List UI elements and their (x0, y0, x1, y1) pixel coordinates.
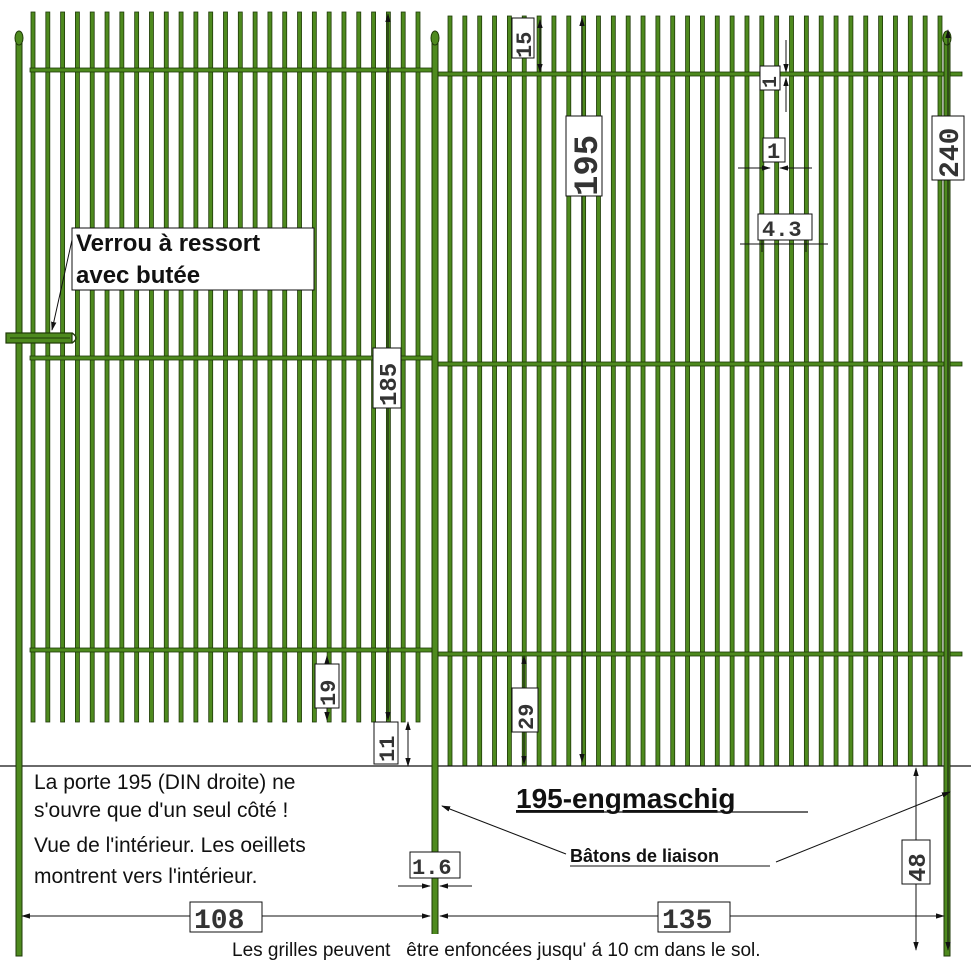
gate-vertical-bar (208, 11, 214, 723)
note-line-3: Vue de l'intérieur. Les oeillets (34, 834, 306, 857)
gate-vertical-bar (326, 11, 332, 723)
dimension-108: 108 (21, 901, 431, 937)
dimension-4-3: 4.3 (740, 213, 828, 252)
footer: Les grilles peuvent être enfoncées jusqu… (228, 934, 888, 962)
dim-19-label: 19 (317, 680, 342, 706)
gate-vertical-bar (163, 11, 169, 723)
latch-label-line2: avec butée (76, 262, 200, 289)
dim-15-label: 15 (513, 32, 538, 58)
gate-vertical-bar (45, 11, 51, 723)
dimension-15: 15 (511, 17, 543, 73)
footer-text: Les grilles peuvent être enfoncées jusqu… (232, 940, 761, 961)
gate-vertical-bar (60, 11, 66, 723)
dim-135-label: 135 (662, 906, 712, 937)
gate-horizontal-bar (29, 355, 433, 361)
dimension-48: 48 (901, 767, 933, 951)
gate-vertical-bar (119, 11, 125, 723)
product-name-label: 195-engmaschig (516, 783, 735, 814)
fence-horizontal-bar (437, 361, 963, 367)
dim-1-vertical-label: 1 (760, 76, 783, 88)
dimension-1-horizontal: 1 (738, 137, 812, 171)
dimension-1-vertical: 1 (759, 40, 789, 112)
dimension-11: 11 (373, 721, 411, 767)
gate-grid (29, 11, 433, 723)
dim-1-horizontal-label: 1 (767, 140, 780, 165)
dim-29-label: 29 (515, 704, 540, 730)
gate-vertical-bar (267, 11, 273, 723)
dim-11-label: 11 (376, 736, 401, 762)
note-line-1: La porte 195 (DIN droite) ne (34, 771, 295, 794)
dimension-19: 19 (314, 655, 342, 721)
gate-vertical-bar (252, 11, 258, 723)
fence-horizontal-bar (437, 71, 963, 77)
dimension-29: 29 (511, 655, 540, 765)
gate-horizontal-bar (29, 67, 433, 73)
gate-hinge-post (14, 30, 24, 957)
fence-grid (437, 15, 963, 767)
gate-vertical-bar (356, 11, 362, 723)
dim-48-label: 48 (906, 853, 933, 882)
dim-240-label: 240 (936, 128, 967, 178)
gate-vertical-bar (134, 11, 140, 723)
fence-horizontal-bar (437, 651, 963, 657)
gate-vertical-bar (341, 11, 347, 723)
latch-label-line1: Verrou à ressort (76, 230, 260, 257)
middle-post (430, 30, 440, 957)
gate-vertical-bar (75, 11, 80, 723)
gate-vertical-bar (149, 11, 154, 723)
latch-callout: Verrou à ressort avec butée (51, 227, 315, 331)
gate-vertical-bar (104, 11, 110, 723)
connectors-callout: Bâtons de liaison (441, 791, 951, 867)
gate-vertical-bar (311, 11, 317, 723)
gate-horizontal-bar (29, 647, 433, 653)
spring-latch (5, 332, 77, 344)
gate-vertical-bar (89, 11, 95, 723)
gate-vertical-bar (237, 11, 243, 723)
dim-195-label: 195 (570, 135, 608, 196)
gate-vertical-bar (178, 11, 184, 723)
gate-vertical-bar (282, 11, 288, 723)
gate-vertical-bar (30, 11, 36, 723)
dimension-195: 195 (565, 17, 608, 763)
gate-vertical-bar (415, 11, 421, 723)
product-name: 195-engmaschig (508, 780, 812, 818)
gate-vertical-bar (297, 11, 302, 723)
gate-vertical-bar (223, 11, 228, 723)
dim-4-3-label: 4.3 (762, 218, 802, 243)
note-line-2: s'ouvre que d'un seul côté ! (34, 799, 288, 822)
note-block: La porte 195 (DIN droite) ne s'ouvre que… (28, 768, 388, 896)
connectors-label: Bâtons de liaison (570, 846, 719, 866)
dim-185-label: 185 (377, 363, 404, 406)
dim-1-6-label: 1.6 (412, 856, 452, 881)
dimension-185: 185 (372, 13, 404, 721)
gate-vertical-bar (193, 11, 199, 723)
note-line-4: montrent vers l'intérieur. (34, 865, 257, 888)
dimension-1-6: 1.6 (398, 851, 472, 889)
dim-108-label: 108 (194, 906, 244, 937)
dimension-135: 135 (439, 901, 945, 937)
